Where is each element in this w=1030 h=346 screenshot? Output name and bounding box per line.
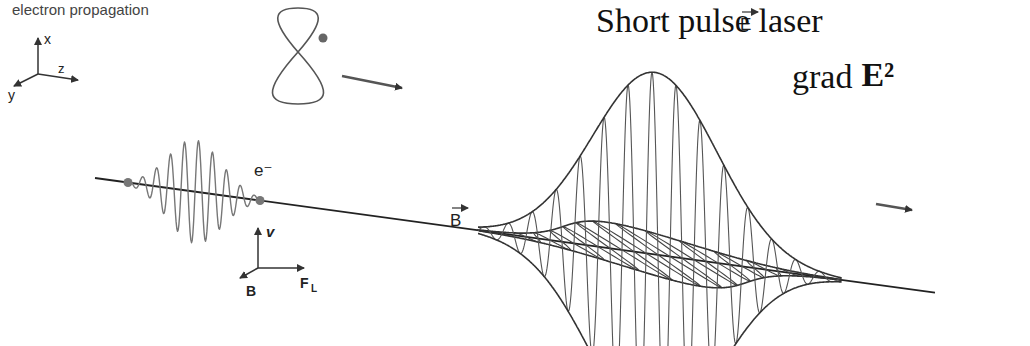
motion-arrow xyxy=(342,76,402,88)
title-text: Short pulse laser xyxy=(596,4,823,38)
vector-label: F xyxy=(300,276,309,290)
axis-label: z xyxy=(58,62,65,75)
subscript: L xyxy=(311,284,317,294)
packet-end-dot xyxy=(124,178,133,187)
axis-label: x xyxy=(44,32,51,46)
vector-arrow xyxy=(452,207,468,208)
vector-label: B xyxy=(246,284,256,298)
electric-envelope xyxy=(478,234,842,346)
field-label: B xyxy=(450,212,461,229)
vector-label: v xyxy=(266,224,274,239)
packet-end-dot xyxy=(256,196,265,205)
electron-wavepacket xyxy=(125,141,262,243)
electron-dot xyxy=(319,34,328,43)
electric-field-wave xyxy=(478,72,842,346)
propagation-arrow xyxy=(876,204,912,210)
formula-text: grad xyxy=(792,60,852,94)
axis-label: y xyxy=(8,88,15,102)
magnetic-envelope xyxy=(477,221,841,280)
magnetic-envelope xyxy=(479,231,842,288)
formula-text: E² xyxy=(861,58,894,92)
electric-envelope xyxy=(478,72,842,278)
figure-eight-orbit xyxy=(272,8,323,104)
particle-label: e⁻ xyxy=(254,162,272,179)
caption-text: electron propagation xyxy=(12,2,149,17)
beam-axis xyxy=(95,178,935,293)
